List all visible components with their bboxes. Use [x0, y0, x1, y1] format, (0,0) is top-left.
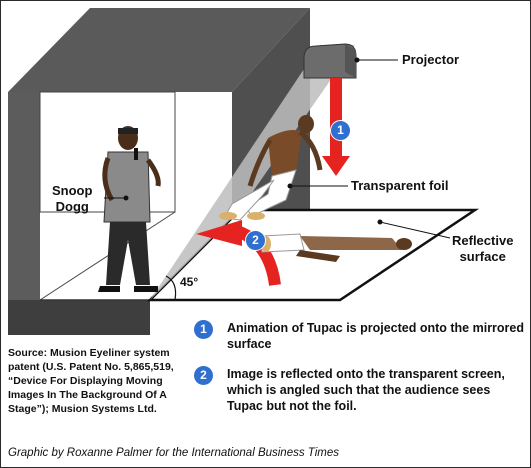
step-1-text: Animation of Tupac is projected onto the…	[227, 321, 525, 351]
marker-1-icon: 1	[330, 120, 351, 141]
stage-top-wall	[8, 8, 310, 92]
source-note: Source: Musion Eyeliner system patent (U…	[8, 347, 174, 415]
label-snoop-dogg: Snoop Dogg	[52, 183, 93, 214]
graphic-credit: Graphic by Roxanne Palmer for the Intern…	[8, 447, 340, 459]
step-1-number-icon: 1	[194, 320, 213, 339]
label-reflective-surface: Reflective surface	[452, 233, 514, 264]
label-angle: 45°	[180, 275, 199, 289]
projector	[303, 43, 357, 79]
step-2-number-icon: 2	[194, 366, 213, 385]
stage-floor-edge	[8, 300, 150, 335]
angle-arc	[165, 275, 177, 301]
step-2-text: Image is reflected onto the transparent …	[227, 367, 505, 413]
marker-2-icon: 2	[245, 230, 266, 251]
label-projector: Projector	[402, 52, 460, 67]
label-transparent-foil: Transparent foil	[351, 178, 449, 193]
surface-leader	[379, 221, 451, 239]
tupac-reflection	[261, 233, 412, 262]
snoop-dogg-figure	[98, 126, 161, 292]
stage-left-wall	[8, 92, 40, 335]
tupac-hologram	[219, 115, 323, 221]
